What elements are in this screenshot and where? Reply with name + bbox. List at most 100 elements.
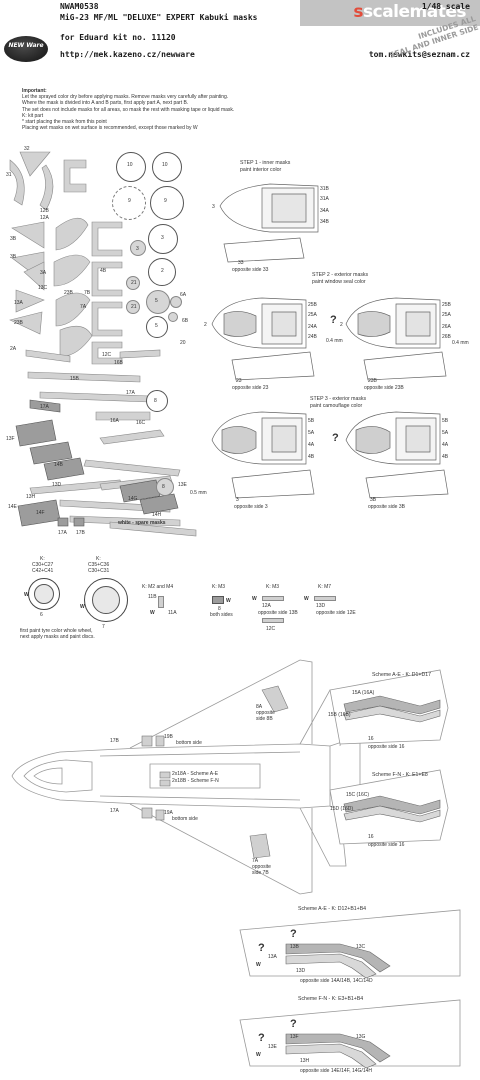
part-number: 32	[24, 146, 30, 152]
wet-marker: W	[256, 1052, 261, 1058]
scheme-title: Scheme F-N - K: E1+E8	[372, 772, 428, 778]
part-number: 3	[236, 497, 239, 503]
kit-part-label: C35+C36	[88, 562, 110, 568]
part-number: 21	[131, 280, 137, 286]
opposite-note: opposite side 3B	[368, 504, 405, 510]
scalemates-watermark: sscalemates	[353, 2, 466, 22]
wet-marker: W	[256, 962, 261, 968]
scheme-title: Scheme F-N - K: E3+B1+B4	[298, 996, 364, 1002]
part-number: 3	[136, 246, 139, 252]
kit-part-label: K: M7	[318, 584, 332, 590]
wheel-note: first paint tyre color whole wheel,	[20, 628, 93, 634]
part-number: 13A	[268, 954, 277, 960]
part-number: 25A	[442, 312, 451, 318]
part-number: 13B	[290, 944, 299, 950]
instruction-line: Let the sprayed color dry before applyin…	[22, 94, 229, 101]
part-number: 23	[236, 378, 242, 384]
part-number: 4B	[308, 454, 315, 460]
question-mark: ?	[258, 942, 265, 954]
instructions: Important: Let the sprayed color dry bef…	[22, 88, 322, 131]
part-number: 16B	[114, 360, 123, 366]
part-number: 5B	[308, 418, 315, 424]
part-number: 17A	[126, 390, 135, 396]
part-number: 31B	[320, 186, 329, 192]
part-number: 3	[161, 235, 164, 241]
part-number: 15B (16B)	[328, 712, 351, 718]
part-number: 16A	[110, 418, 119, 424]
part-number: 10	[162, 162, 168, 168]
part-number: 34B	[320, 219, 329, 225]
small-mask	[158, 596, 164, 608]
scheme-note: 2x18A - Scheme A-E	[172, 771, 219, 777]
part-number: 13C	[356, 944, 366, 950]
part-number: 14F	[36, 510, 45, 516]
part-number: 17A	[40, 404, 49, 410]
instruction-line: Placing wet masks on wet surface is reco…	[22, 125, 198, 132]
part-number: 17A	[110, 808, 119, 814]
part-number: 2	[340, 322, 343, 328]
instruction-line: Where the mask is divided into A and B p…	[22, 100, 189, 107]
kit-part-caption: opposite side 12E	[316, 610, 356, 616]
instruction-line: K: kit part	[22, 112, 44, 119]
opposite-note: side 8B	[256, 716, 273, 722]
part-number: 16	[368, 736, 374, 742]
wet-marker: W	[252, 596, 257, 602]
part-number: 16C	[136, 420, 146, 426]
step-subtitle: paint interior color	[240, 167, 282, 173]
part-number: 14H	[152, 512, 162, 518]
part-number: 31A	[320, 196, 329, 202]
small-mask	[262, 596, 284, 601]
wheel-ring-mask	[150, 186, 184, 220]
part-number: 24B	[308, 334, 317, 340]
part-number: 15A (16A)	[352, 690, 375, 696]
scale-label: 1/48 scale	[421, 2, 470, 11]
part-number: 15C (16C)	[346, 792, 370, 798]
opposite-note: opposite side 3	[234, 504, 268, 510]
opposite-note: opposite side 16	[368, 842, 405, 848]
wet-marker: W	[226, 598, 231, 604]
part-number: 5	[155, 323, 158, 329]
website-url: http://mek.kazeno.cz/newware	[60, 50, 195, 59]
part-number: 20	[180, 340, 186, 346]
part-number: 13E	[178, 482, 187, 488]
part-number: 13D	[316, 603, 326, 609]
part-number: 16	[368, 834, 374, 840]
product-title: MiG-23 MF/ML "DELUXE" EXPERT Kabuki mask…	[60, 13, 258, 22]
opposite-note: opposite	[256, 710, 275, 716]
dimension-note: 0.4 mm	[326, 338, 343, 344]
header: sscalemates NWAM0538 1/48 scale MiG-23 M…	[0, 0, 480, 64]
part-number: 21	[131, 304, 137, 310]
kit-part-label: K:	[40, 556, 45, 562]
wheel-disk-mask	[126, 300, 140, 314]
wet-marker: W	[150, 610, 155, 616]
opposite-note: opposite side 23	[232, 385, 269, 391]
part-number: 13F	[6, 436, 15, 442]
question-mark: ?	[258, 1032, 265, 1044]
part-number: 6	[40, 612, 43, 618]
part-number: 4A	[442, 442, 449, 448]
part-number: 7A	[252, 858, 259, 864]
part-number: 6B	[182, 318, 189, 324]
part-number: 11B	[148, 594, 157, 600]
part-number: 13E	[268, 1044, 277, 1050]
dimension-note: 0.5 mm	[190, 490, 207, 496]
question-mark: ?	[330, 314, 337, 326]
part-number: 23B	[368, 378, 377, 384]
instruction-line: The set does not include masks for all a…	[22, 106, 235, 113]
opposite-note: opposite side 14A/14B, 14C/14D	[300, 978, 373, 984]
wheel-disc-icon	[92, 586, 120, 614]
part-number: 12A	[262, 603, 271, 609]
part-number: 13C	[38, 285, 48, 291]
small-mask	[212, 596, 224, 604]
wheel-ring-mask	[112, 186, 146, 220]
part-number: 7B	[84, 290, 91, 296]
part-number: 7	[102, 624, 105, 630]
wheel-note: next apply masks and paint discs.	[20, 634, 95, 640]
part-number: 13G	[356, 1034, 366, 1040]
part-number: 15B	[70, 376, 79, 382]
part-number: 12C	[266, 626, 276, 632]
part-number: 5A	[308, 430, 315, 436]
part-number: 26B	[442, 334, 451, 340]
scheme-note: 2x18B - Scheme F-N	[172, 778, 219, 784]
